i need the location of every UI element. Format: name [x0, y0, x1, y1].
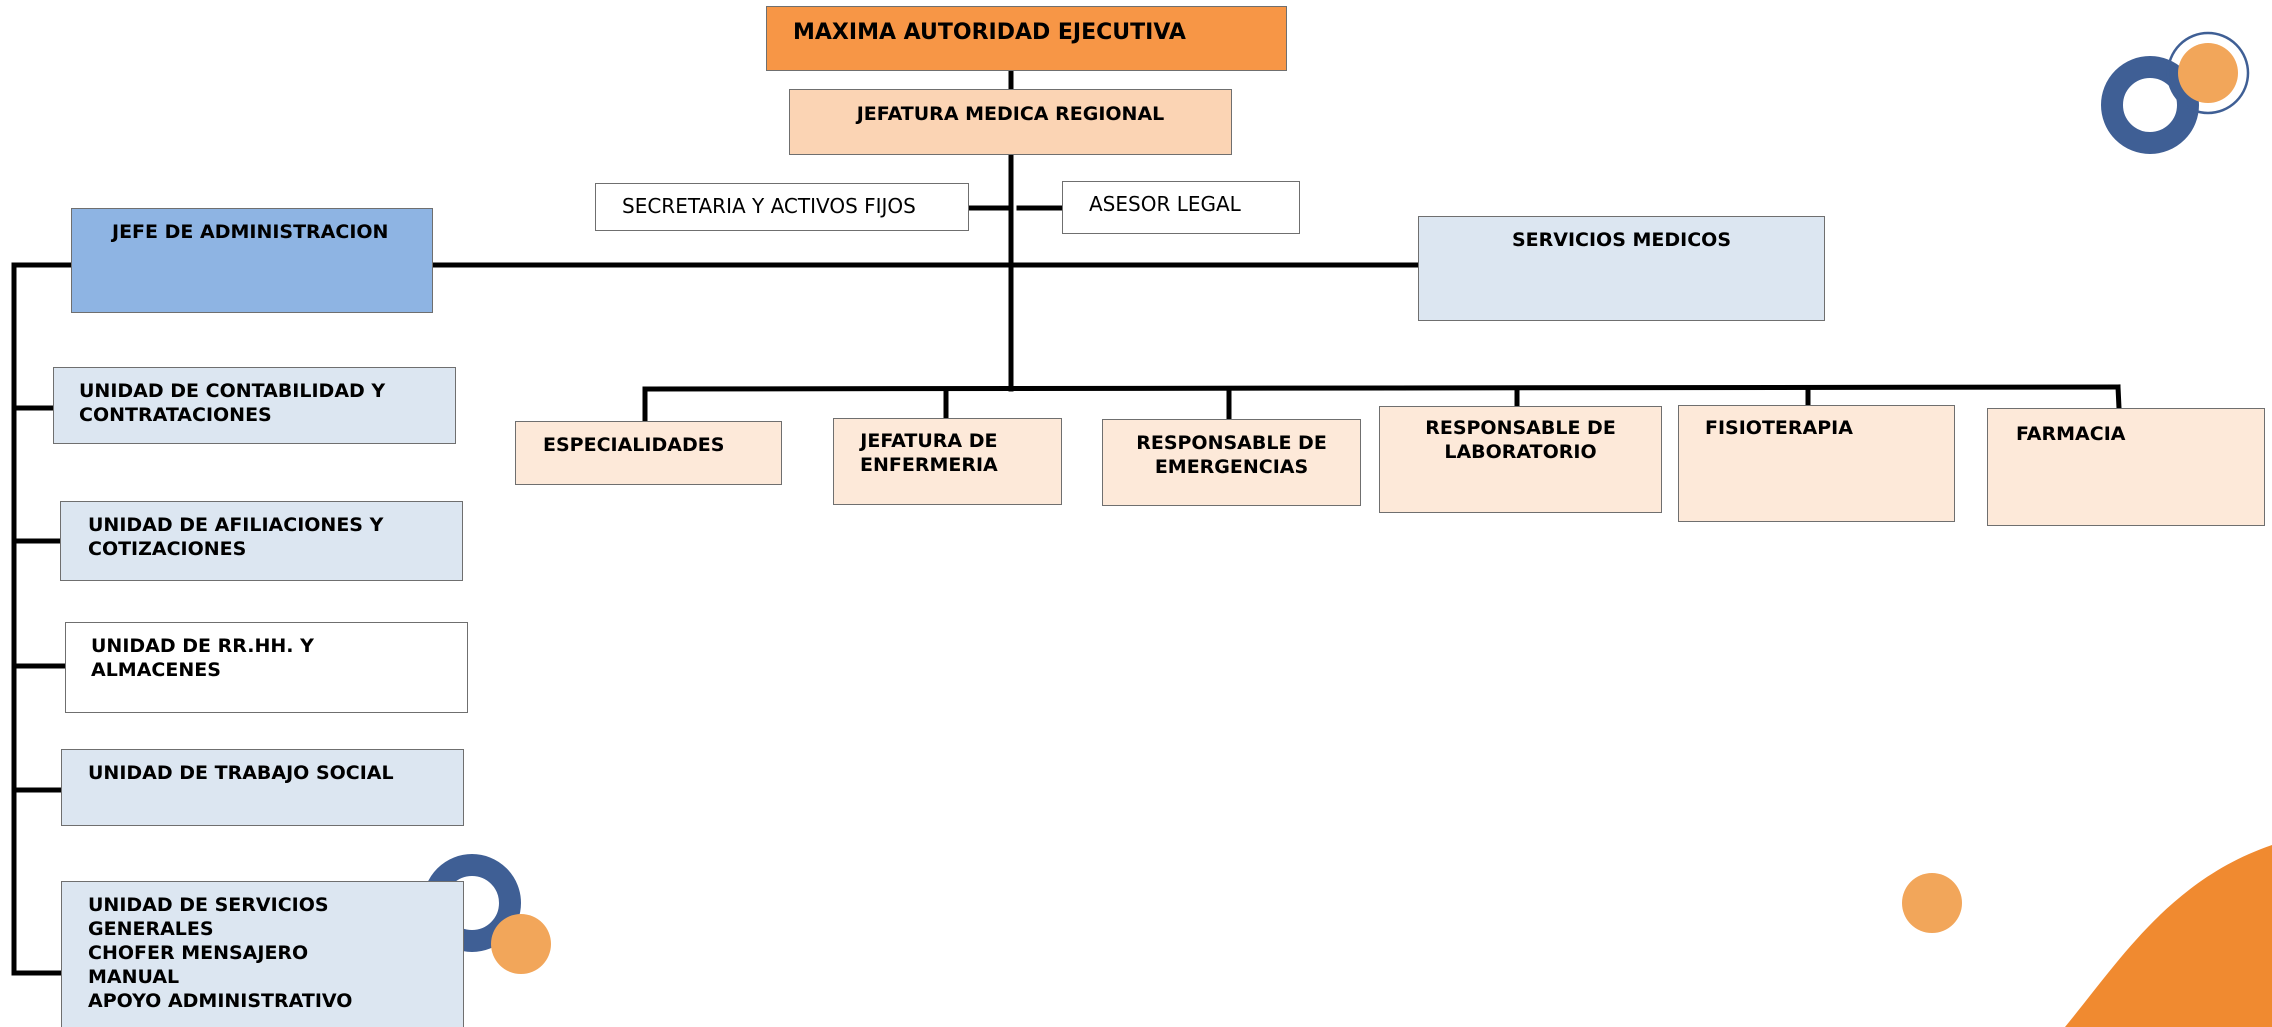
- node-label: UNIDAD DE RR.HH. Y ALMACENES: [91, 635, 314, 681]
- ring-circle-icon: [2101, 31, 2250, 154]
- node-unidad-afiliaciones: UNIDAD DE AFILIACIONES Y COTIZACIONES: [60, 501, 463, 581]
- node-label: UNIDAD DE CONTABILIDAD Y CONTRATACIONES: [79, 380, 386, 426]
- node-label: RESPONSABLE DE LABORATORIO: [1425, 417, 1616, 463]
- node-label: SECRETARIA Y ACTIVOS FIJOS: [622, 194, 916, 218]
- node-label: UNIDAD DE AFILIACIONES Y COTIZACIONES: [88, 514, 384, 560]
- node-responsable-emergencias: RESPONSABLE DE EMERGENCIAS: [1102, 419, 1361, 506]
- node-farmacia: FARMACIA: [1987, 408, 2265, 526]
- node-asesor-legal: ASESOR LEGAL: [1062, 181, 1300, 234]
- node-unidad-servicios-generales: UNIDAD DE SERVICIOS GENERALES CHOFER MEN…: [61, 881, 464, 1027]
- node-label: ASESOR LEGAL: [1089, 192, 1241, 216]
- orange-wave-shape: [2065, 845, 2272, 1027]
- node-secretaria: SECRETARIA Y ACTIVOS FIJOS: [595, 183, 969, 231]
- node-unidad-rrhh: UNIDAD DE RR.HH. Y ALMACENES: [65, 622, 468, 713]
- node-jefe-administracion: JEFE DE ADMINISTRACION: [71, 208, 433, 313]
- node-jefatura-medica-regional: JEFATURA MEDICA REGIONAL: [789, 89, 1232, 155]
- node-label: FARMACIA: [2016, 423, 2126, 445]
- node-label: UNIDAD DE SERVICIOS GENERALES CHOFER MEN…: [88, 894, 353, 1012]
- node-servicios-medicos: SERVICIOS MEDICOS: [1418, 216, 1825, 321]
- node-label: JEFATURA DE ENFERMERIA: [860, 430, 998, 476]
- node-label: ESPECIALIDADES: [543, 434, 725, 456]
- node-fisioterapia: FISIOTERAPIA: [1678, 405, 1955, 522]
- node-label: SERVICIOS MEDICOS: [1511, 229, 1732, 251]
- node-maxima-autoridad: MAXIMA AUTORIDAD EJECUTIVA: [766, 6, 1287, 71]
- node-especialidades: ESPECIALIDADES: [515, 421, 782, 485]
- node-label: JEFATURA MEDICA REGIONAL: [856, 103, 1165, 125]
- node-label: UNIDAD DE TRABAJO SOCIAL: [88, 762, 394, 784]
- node-jefatura-enfermeria: JEFATURA DE ENFERMERIA: [833, 418, 1062, 505]
- node-label: FISIOTERAPIA: [1705, 417, 1853, 439]
- node-unidad-contabilidad: UNIDAD DE CONTABILIDAD Y CONTRATACIONES: [53, 367, 456, 444]
- node-unidad-trabajo-social: UNIDAD DE TRABAJO SOCIAL: [61, 749, 464, 826]
- node-label: JEFE DE ADMINISTRACION: [112, 221, 389, 243]
- orange-dot-icon: [1902, 873, 1962, 933]
- node-label: RESPONSABLE DE EMERGENCIAS: [1136, 432, 1327, 478]
- node-label: MAXIMA AUTORIDAD EJECUTIVA: [793, 20, 1186, 45]
- node-responsable-laboratorio: RESPONSABLE DE LABORATORIO: [1379, 406, 1662, 513]
